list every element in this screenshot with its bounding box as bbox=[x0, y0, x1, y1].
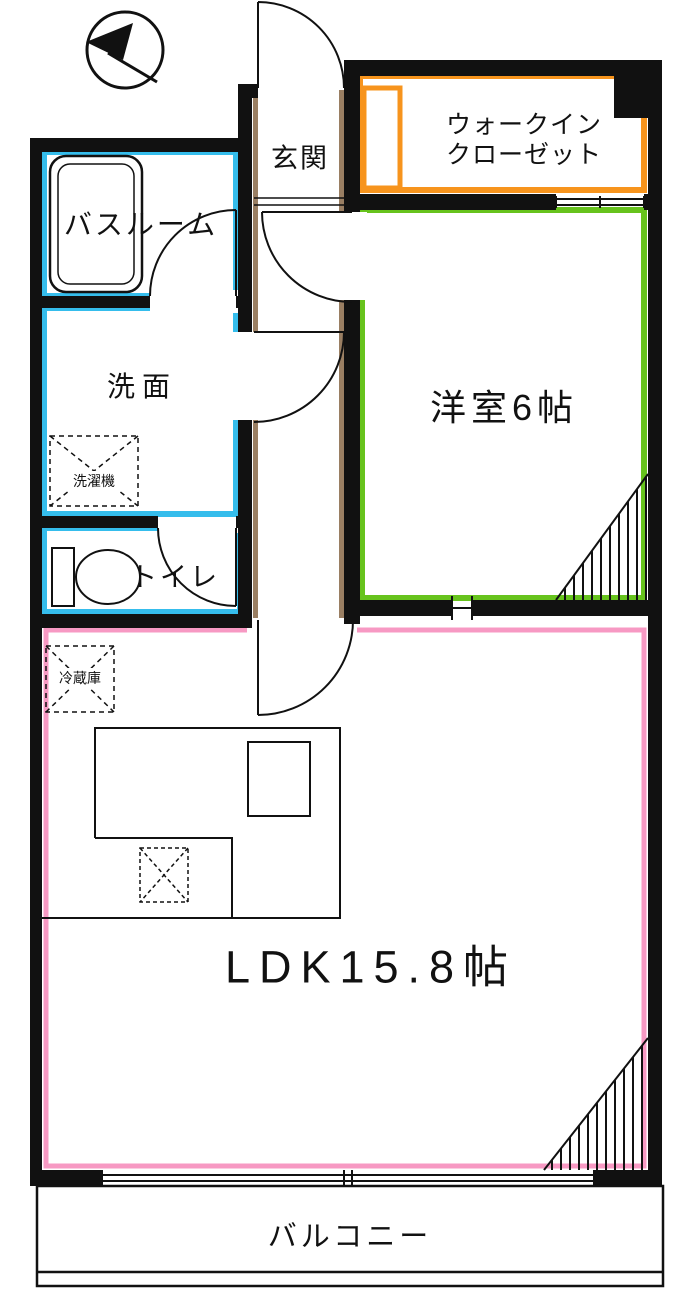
room-label-ldk: LDK15.8帖 bbox=[224, 941, 518, 993]
western-room-door-swing bbox=[261, 211, 353, 303]
toilet-bowl bbox=[75, 549, 141, 605]
bathtub-inner bbox=[57, 163, 135, 285]
entrance-door-swing bbox=[257, 1, 345, 89]
balcony-window bbox=[101, 1170, 595, 1186]
room-label-balcony: バルコニー bbox=[267, 1221, 433, 1253]
compass-icon bbox=[85, 10, 165, 90]
hatch-ldk bbox=[543, 1037, 649, 1171]
hatch-marks bbox=[543, 473, 649, 1171]
windows bbox=[101, 196, 645, 1186]
washroom-door-swing bbox=[253, 331, 345, 423]
bathroom-door-swing bbox=[149, 209, 237, 297]
western-room-wall-vent bbox=[451, 596, 473, 620]
ldk-door-swing bbox=[257, 619, 354, 716]
fixture-label-refrigerator: 冷蔵庫 bbox=[56, 668, 104, 688]
ldk-outline bbox=[43, 627, 647, 1169]
doors bbox=[149, 1, 354, 716]
closet-rack bbox=[361, 85, 403, 191]
room-label-western-room: 洋室6帖 bbox=[429, 387, 579, 428]
bathtub bbox=[48, 154, 144, 294]
kitchen-sink bbox=[247, 741, 311, 817]
fixtures bbox=[42, 154, 341, 919]
hatch-western-room bbox=[555, 473, 649, 601]
kitchen-counter bbox=[42, 727, 341, 919]
door-opening-gaps bbox=[150, 212, 367, 635]
room-label-bathroom: バスルーム bbox=[63, 209, 219, 240]
room-label-walk-in-closet-line2: クローゼット bbox=[445, 141, 603, 169]
room-label-walk-in-closet-line1: ウォークイン bbox=[445, 111, 603, 139]
genkan-step bbox=[254, 197, 344, 206]
room-label-walk-in-closet: ウォークイン クローゼット bbox=[446, 110, 602, 170]
stove bbox=[139, 847, 189, 903]
walls bbox=[30, 60, 662, 1186]
room-label-toilet: トイレ bbox=[130, 562, 220, 593]
closet-sliding-door bbox=[555, 196, 645, 208]
toilet-door-swing bbox=[157, 527, 237, 607]
toilet-tank bbox=[51, 547, 75, 607]
fixture-label-washing-machine: 洗濯機 bbox=[70, 471, 118, 491]
balcony-outline bbox=[35, 1184, 665, 1288]
room-label-washroom: 洗面 bbox=[106, 371, 178, 402]
room-label-genkan: 玄関 bbox=[271, 143, 329, 174]
